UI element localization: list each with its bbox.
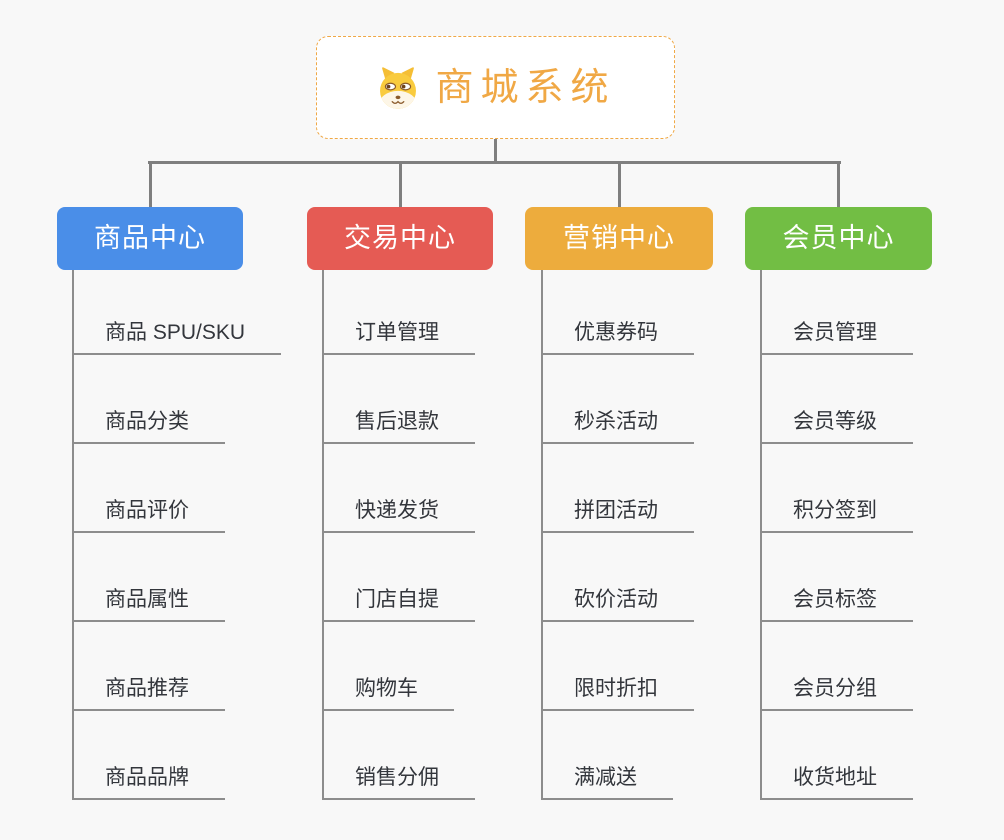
- leaf-topic[interactable]: 商品评价: [72, 500, 225, 533]
- leaf-list-member-center: 会员管理会员等级积分签到会员标签会员分组收货地址: [760, 322, 913, 800]
- branch-drop-line: [149, 161, 152, 207]
- leaf-topic[interactable]: 限时折扣: [541, 678, 694, 711]
- branch-trunk-line: [322, 270, 324, 800]
- leaf-list-product-center: 商品 SPU/SKU 商品分类商品评价商品属性商品推荐商品品牌: [72, 322, 282, 800]
- branch-trunk-line: [541, 270, 543, 800]
- leaf-topic[interactable]: 会员标签: [760, 589, 913, 622]
- branch-drop-line: [837, 161, 840, 207]
- leaf-topic[interactable]: 积分签到: [760, 500, 913, 533]
- leaf-topic[interactable]: 订单管理: [322, 322, 475, 355]
- leaf-topic[interactable]: 商品属性: [72, 589, 225, 622]
- leaf-topic[interactable]: 秒杀活动: [541, 411, 694, 444]
- leaf-topic[interactable]: 销售分佣: [322, 767, 475, 800]
- leaf-topic[interactable]: 会员分组: [760, 678, 913, 711]
- doge-face-icon: [380, 66, 417, 109]
- leaf-topic[interactable]: 商品分类: [72, 411, 225, 444]
- leaf-topic[interactable]: 快递发货: [322, 500, 475, 533]
- branch-node-product-center[interactable]: 商品中心: [57, 207, 243, 270]
- leaf-topic[interactable]: 满减送: [541, 767, 673, 800]
- branch-trunk-line: [760, 270, 762, 800]
- leaf-topic[interactable]: 商品品牌: [72, 767, 225, 800]
- leaf-topic[interactable]: 会员等级: [760, 411, 913, 444]
- branch-drop-line: [618, 161, 621, 207]
- branch-drop-line: [399, 161, 402, 207]
- branch-rail-line: [148, 161, 841, 164]
- root-title: 商城系统: [435, 66, 616, 109]
- leaf-topic[interactable]: 拼团活动: [541, 500, 694, 533]
- root-stem-line: [494, 139, 497, 163]
- leaf-list-marketing-center: 优惠券码秒杀活动拼团活动砍价活动限时折扣满减送: [541, 322, 694, 800]
- leaf-topic[interactable]: 商品 SPU/SKU: [72, 322, 282, 355]
- leaf-topic[interactable]: 收货地址: [760, 767, 913, 800]
- leaf-topic[interactable]: 购物车: [322, 678, 454, 711]
- branch-trunk-line: [72, 270, 74, 800]
- branch-node-member-center[interactable]: 会员中心: [745, 207, 932, 270]
- leaf-topic[interactable]: 会员管理: [760, 322, 913, 355]
- leaf-topic[interactable]: 砍价活动: [541, 589, 694, 622]
- leaf-list-trade-center: 订单管理售后退款快递发货门店自提购物车销售分佣: [322, 322, 475, 800]
- leaf-topic[interactable]: 优惠券码: [541, 322, 694, 355]
- root-node[interactable]: 商城系统: [316, 36, 675, 139]
- leaf-topic[interactable]: 门店自提: [322, 589, 475, 622]
- branch-node-trade-center[interactable]: 交易中心: [307, 207, 493, 270]
- leaf-topic[interactable]: 商品推荐: [72, 678, 225, 711]
- leaf-topic[interactable]: 售后退款: [322, 411, 475, 444]
- branch-node-marketing-center[interactable]: 营销中心: [525, 207, 713, 270]
